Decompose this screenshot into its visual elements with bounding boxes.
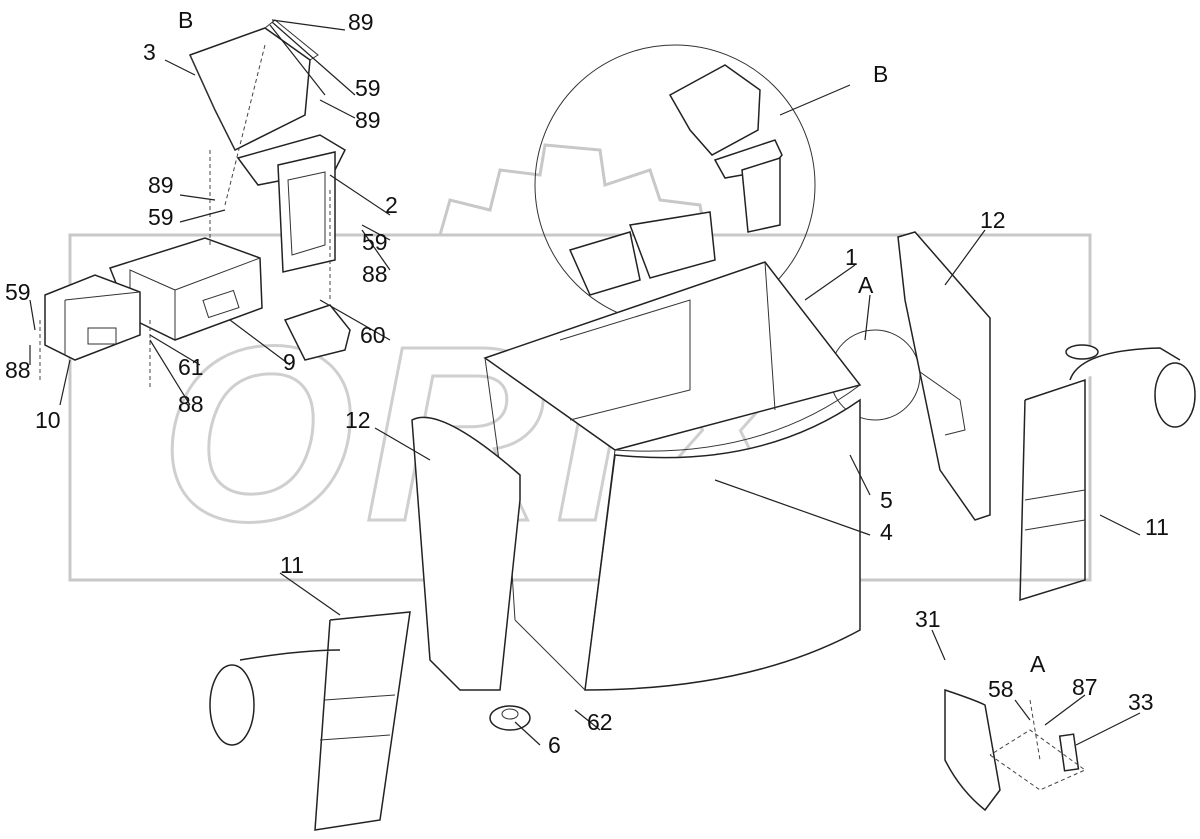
detail-A-assembly [944, 688, 1086, 812]
label-1: 1 [845, 244, 858, 270]
label-12-right: 12 [980, 207, 1006, 233]
label-61: 61 [178, 354, 204, 380]
detail-B-parts [568, 64, 783, 296]
door-part-12-right [897, 231, 991, 521]
label-62: 62 [587, 709, 613, 735]
door-part-12-left [411, 416, 521, 691]
label-88-b: 88 [5, 357, 31, 383]
label-87: 87 [1072, 674, 1098, 700]
label-59-a: 59 [355, 75, 381, 101]
label-10: 10 [35, 407, 61, 433]
label-2: 2 [385, 192, 398, 218]
label-89-c: 89 [148, 172, 174, 198]
label-B-detail: B [873, 61, 888, 87]
label-6: 6 [548, 732, 561, 758]
label-88-c: 88 [178, 391, 204, 417]
mirror-arm-part-11-left [209, 611, 411, 831]
watermark-gear-outline [68, 143, 1092, 582]
label-3: 3 [143, 39, 156, 65]
label-58: 58 [988, 676, 1014, 702]
label-88-a: 88 [362, 261, 388, 287]
box-part-10 [44, 274, 141, 361]
label-5: 5 [880, 487, 893, 513]
label-A-top: A [858, 272, 874, 298]
label-60: 60 [360, 322, 386, 348]
callout-labels: B 89 3 59 89 89 59 2 59 88 60 59 88 61 9… [5, 7, 1169, 758]
bracket-part-2 [236, 134, 346, 273]
label-4: 4 [880, 519, 893, 545]
leader-lines [29, 19, 1141, 746]
label-11-left: 11 [280, 552, 304, 578]
assembly-lines-left [39, 44, 331, 390]
label-31: 31 [915, 606, 941, 632]
label-B-top: B [178, 7, 193, 33]
label-A-detail: A [1030, 651, 1046, 677]
label-12-left: 12 [345, 407, 371, 433]
cab-frame-part-1 [483, 261, 862, 691]
label-89-b: 89 [355, 107, 381, 133]
mirror-arm-part-11-right [1019, 344, 1196, 602]
label-11-right: 11 [1145, 514, 1169, 540]
label-9: 9 [283, 349, 296, 375]
label-59-b: 59 [148, 204, 174, 230]
mount-part-6 [489, 705, 531, 731]
mount-part-60 [283, 304, 351, 361]
cover-part-3 [188, 19, 319, 152]
label-89-a: 89 [348, 9, 374, 35]
label-59-c: 59 [362, 229, 388, 255]
label-33: 33 [1128, 689, 1154, 715]
label-59-d: 59 [5, 279, 31, 305]
